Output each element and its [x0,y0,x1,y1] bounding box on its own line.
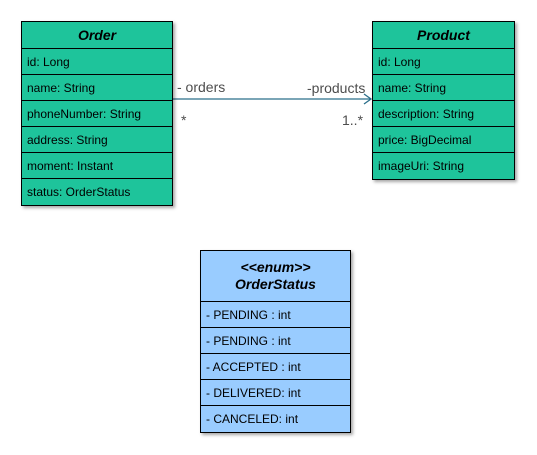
enum-literal: - ACCEPTED : int [201,354,350,380]
order-attribute: id: Long [22,49,172,75]
enum-literal: - CANCELED: int [206,412,299,426]
order-attribute: moment: Instant [22,153,172,179]
order-status-class-name: OrderStatus [235,276,316,292]
order-class-name: Order [22,22,172,49]
source-multiplicity-label: * [181,112,187,128]
order-status-enum[interactable]: <<enum>> OrderStatus - PENDING : int - P… [200,250,351,433]
product-attribute: imageUri: String [378,159,465,173]
target-multiplicity-label: 1..* [342,112,364,128]
enum-stereotype: <<enum>> [240,259,311,275]
product-attribute: name: String [373,75,514,101]
product-attribute: price: BigDecimal [373,127,514,153]
order-class[interactable]: Order id: Long name: String phoneNumber:… [21,21,173,206]
enum-literal: - PENDING : int [201,302,350,328]
target-role-label: -products [307,80,366,96]
product-class-name: Product [373,22,514,49]
product-attribute: description: String [373,101,514,127]
order-attribute: phoneNumber: String [22,101,172,127]
order-status-header: <<enum>> OrderStatus [201,251,350,302]
order-attribute: address: String [22,127,172,153]
source-role-label: - orders [177,79,226,95]
product-attribute: id: Long [373,49,514,75]
order-attribute: status: OrderStatus [27,185,131,199]
order-attribute: name: String [22,75,172,101]
enum-literal: - PENDING : int [201,328,350,354]
product-class[interactable]: Product id: Long name: String descriptio… [372,21,515,180]
enum-literal: - DELIVERED: int [201,380,350,406]
